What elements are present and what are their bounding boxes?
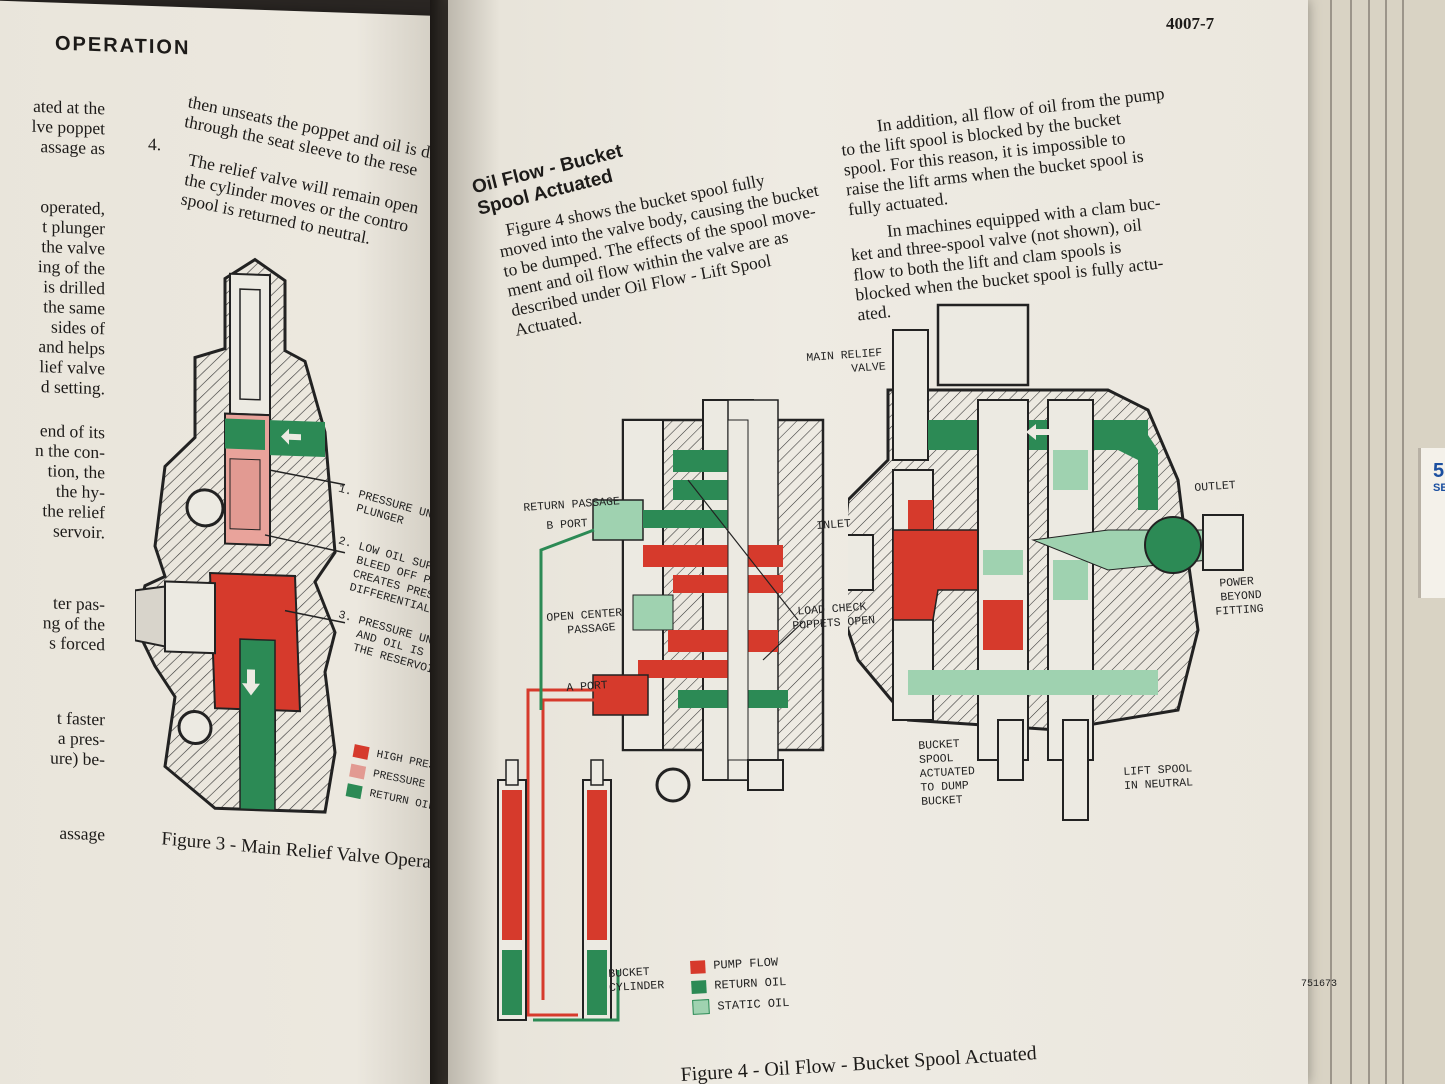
figure-4-end-view bbox=[848, 303, 1244, 821]
text-line: ng of the bbox=[42, 612, 105, 635]
label-b-port: B PORT bbox=[546, 517, 589, 533]
label-line: CYLINDER bbox=[608, 979, 665, 995]
text-line: the valve bbox=[41, 236, 105, 259]
b-port-hose bbox=[539, 528, 595, 710]
figure-4-caption: Figure 4 - Oil Flow - Bucket Spool Actua… bbox=[680, 1042, 1038, 1084]
label-line: BUCKET bbox=[920, 793, 963, 809]
legend-item: RETURN OIL bbox=[691, 975, 789, 994]
text-line: end of its bbox=[39, 420, 105, 443]
text-line: ter pas- bbox=[53, 592, 105, 615]
legend-swatch bbox=[349, 763, 367, 780]
text-line: ure) be- bbox=[50, 747, 105, 770]
section-heading: OPERATION bbox=[55, 32, 191, 60]
text-line: d setting. bbox=[40, 376, 105, 399]
text-line: operated, bbox=[40, 196, 105, 219]
label-inlet: INLET bbox=[816, 517, 852, 533]
part-number: 751673 bbox=[1301, 979, 1338, 990]
section-tab-label: SE bbox=[1433, 482, 1445, 494]
text-line: tion, the bbox=[47, 460, 105, 483]
text-line: t plunger bbox=[42, 216, 105, 239]
figure-4-legend: PUMP FLOW RETURN OIL STATIC OIL bbox=[690, 955, 790, 1021]
legend-swatch bbox=[345, 782, 363, 799]
figure-3-caption: Figure 3 - Main Relief Valve Operati bbox=[160, 828, 442, 874]
section-tab: 5 SE bbox=[1418, 448, 1445, 598]
legend-swatch bbox=[692, 999, 710, 1015]
label-open-center: OPEN CENTER PASSAGE bbox=[546, 607, 624, 640]
label-load-check: LOAD CHECK POPPETS OPEN bbox=[791, 600, 876, 634]
text-line: lve poppet bbox=[31, 115, 105, 139]
right-page: 4007-7 Oil Flow - Bucket Spool Actuated … bbox=[448, 0, 1337, 1084]
label-lift-spool: LIFT SPOOL IN NEUTRAL bbox=[1123, 762, 1193, 794]
page-edge bbox=[1350, 0, 1352, 1084]
text-line: servoir. bbox=[52, 520, 105, 543]
text-line: n the con- bbox=[35, 439, 105, 463]
callout-number: 1. bbox=[336, 482, 354, 499]
legend-item: PUMP FLOW bbox=[690, 955, 788, 974]
legend-label: PUMP FLOW bbox=[712, 955, 779, 973]
legend-swatch bbox=[352, 743, 370, 760]
label-line: FITTING bbox=[1214, 602, 1265, 619]
text-line: assage bbox=[59, 822, 105, 845]
figure-3-relief-valve-drawing bbox=[135, 257, 346, 814]
text-line: is drilled bbox=[43, 276, 105, 299]
text-line: the relief bbox=[42, 500, 105, 523]
page-edge bbox=[1330, 0, 1332, 1084]
legend-swatch bbox=[690, 959, 706, 974]
text-line: and helps bbox=[38, 336, 105, 359]
bucket-cylinder-drawing bbox=[497, 688, 620, 1022]
legend-label: STATIC OIL bbox=[717, 995, 790, 1014]
step-number: 4. bbox=[148, 133, 162, 155]
label-line: TO DUMP bbox=[920, 779, 970, 795]
page-edge bbox=[1402, 0, 1404, 1084]
page-edge bbox=[1385, 0, 1387, 1084]
label-bucket-spool: BUCKET SPOOL ACTUATED TO DUMP BUCKET bbox=[918, 737, 977, 810]
callout-number: 3. bbox=[336, 608, 354, 625]
label-a-port: A PORT bbox=[566, 679, 609, 695]
text-line: lief valve bbox=[39, 356, 105, 379]
legend-item: STATIC OIL bbox=[692, 995, 790, 1015]
figure-4-section-view bbox=[592, 399, 825, 803]
section-tab-number: 5 bbox=[1433, 460, 1445, 482]
text-line: t faster bbox=[56, 707, 105, 730]
page-number: 4007-7 bbox=[1166, 14, 1215, 33]
legend-label: RETURN OIL bbox=[714, 974, 787, 993]
text-line: s forced bbox=[49, 632, 105, 655]
legend-swatch bbox=[691, 979, 707, 994]
text-line: sides of bbox=[51, 316, 105, 339]
page-edge bbox=[1368, 0, 1370, 1084]
callout-number: 2. bbox=[336, 534, 354, 551]
label-outlet: OUTLET bbox=[1194, 479, 1237, 495]
text-line: ated at the bbox=[33, 95, 105, 119]
label-bucket-cylinder: BUCKET CYLINDER bbox=[608, 965, 665, 996]
text-line: the hy- bbox=[55, 480, 105, 503]
label-power-beyond-fitting: POWER BEYOND FITTING bbox=[1213, 575, 1264, 620]
label-main-relief-valve: MAIN RELIEF VALVE bbox=[806, 347, 886, 380]
text-line: a pres- bbox=[57, 727, 105, 750]
text-line: assage as bbox=[40, 136, 105, 159]
text-line: ing of the bbox=[37, 256, 105, 279]
text-line: the same bbox=[43, 296, 105, 319]
